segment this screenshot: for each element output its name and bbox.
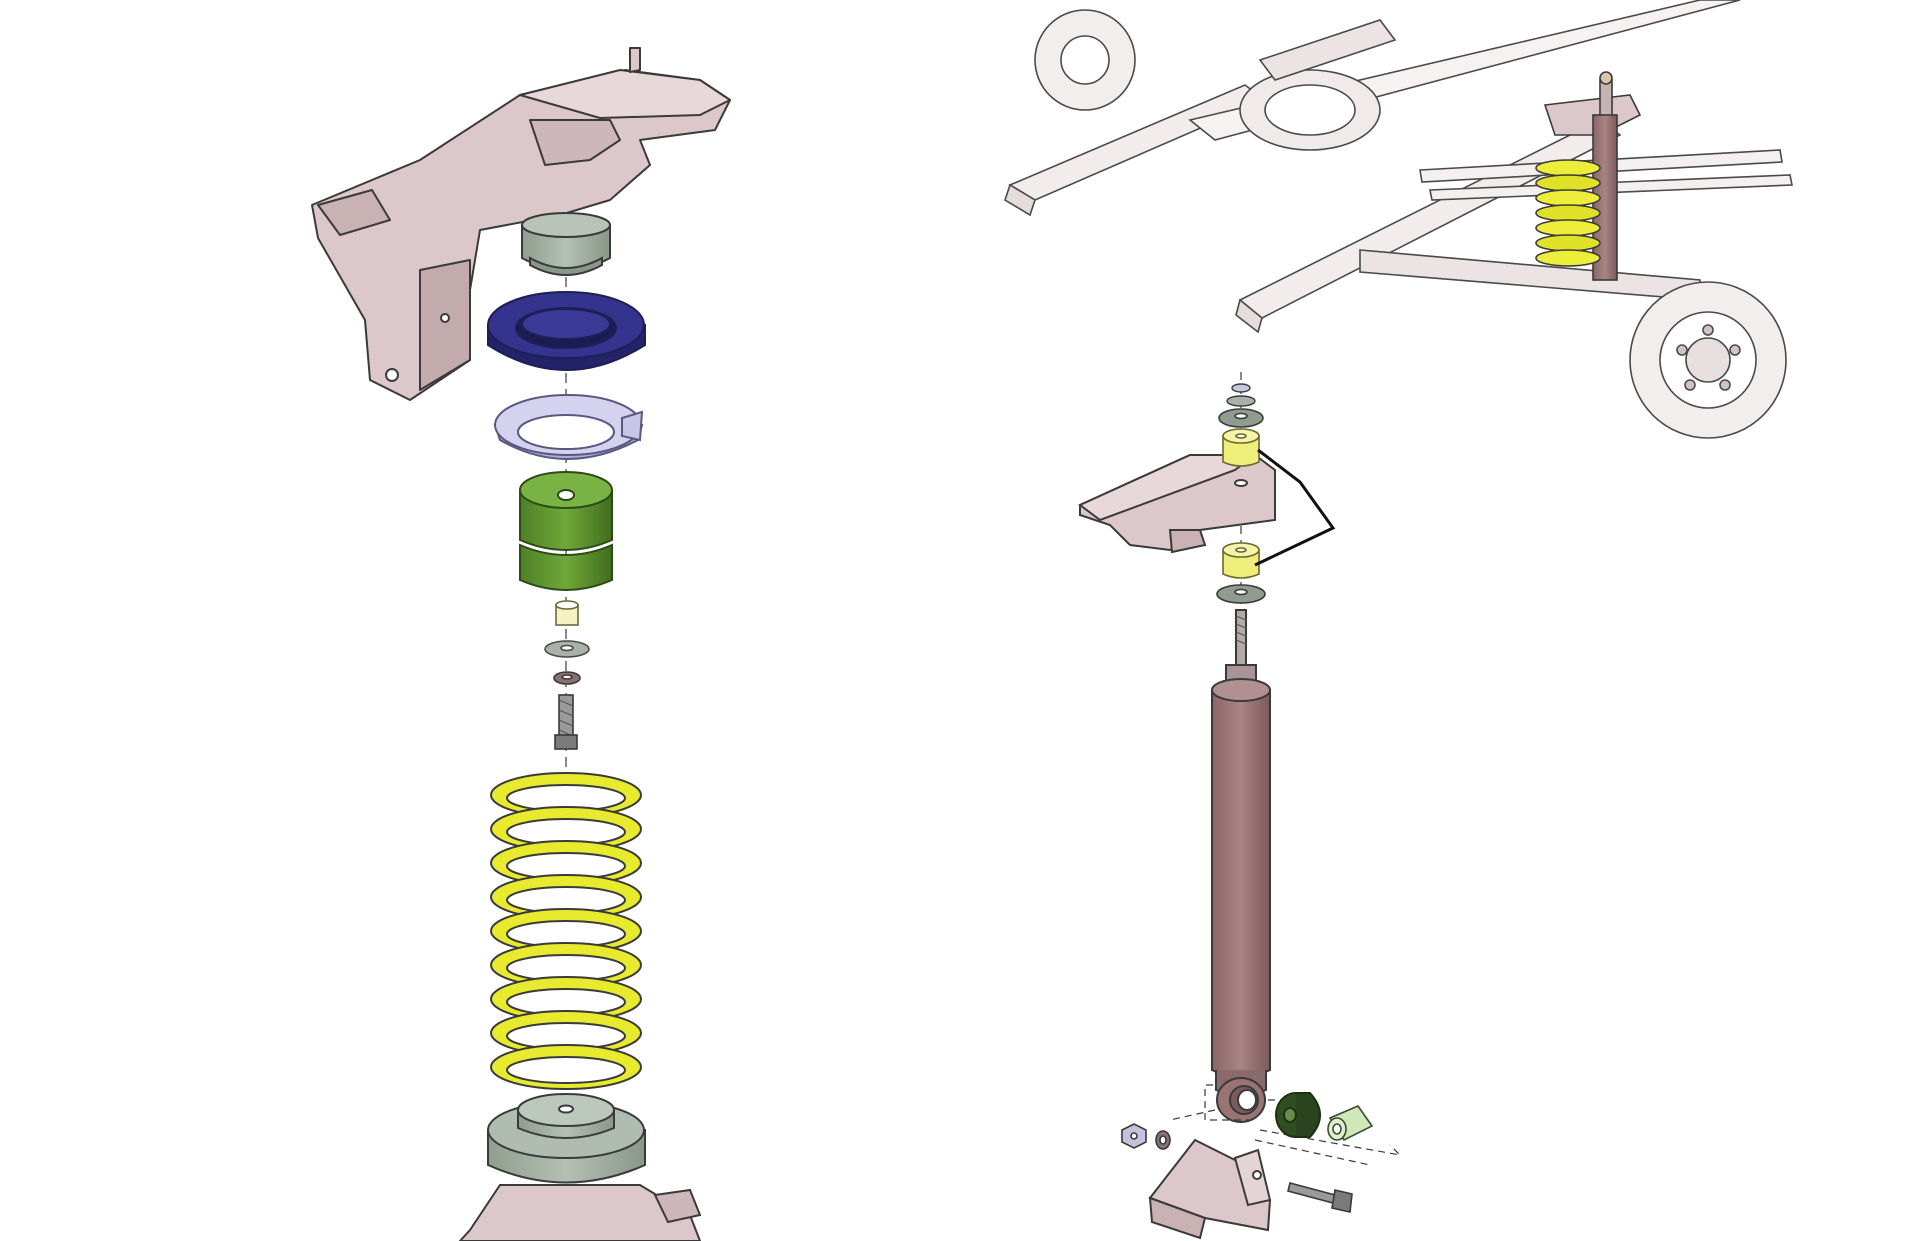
coil-spring[interactable]: [490, 772, 642, 1090]
upper-nut: [1226, 383, 1256, 407]
washer: [544, 640, 590, 658]
upper-washer: [1218, 408, 1264, 428]
axle-pad: [458, 1184, 702, 1241]
lower-spring-seat: [493, 394, 644, 460]
lower-nut: [1121, 1123, 1147, 1149]
lower-washer: [1216, 584, 1266, 604]
shock-absorber[interactable]: [1211, 609, 1271, 1123]
mini-coil-loop: [1535, 159, 1601, 177]
lower-washer-small: [1155, 1130, 1171, 1150]
shock-bushing-upper: [1222, 428, 1260, 467]
upper-isolator: [521, 212, 611, 276]
mini-coil-loop: [1535, 174, 1601, 192]
spacer: [555, 600, 579, 626]
lower-bolt: [1287, 1182, 1353, 1213]
bolt: [554, 694, 578, 750]
mini-coil-loop: [1535, 204, 1601, 222]
lower-sleeve: [1327, 1105, 1374, 1142]
lower-bushing: [1275, 1092, 1321, 1138]
mini-coil-loop: [1535, 189, 1601, 207]
lock-washer: [553, 671, 581, 685]
mini-coil-loop: [1535, 219, 1601, 237]
coil-loop-inner: [506, 1056, 626, 1084]
mini-coil-loop: [1535, 234, 1601, 252]
bushing-callout-line: [1254, 448, 1336, 567]
chassis-overview: [1004, 0, 1793, 439]
lower-bracket: [1148, 1138, 1272, 1240]
overview-coil: [1535, 159, 1601, 267]
frame-mount: [311, 47, 731, 401]
shock-bushing-lower: [1222, 542, 1260, 579]
lower-isolator: [487, 1093, 646, 1184]
upper-spring-seat: [487, 291, 646, 371]
lower-explode-lines: [1169, 1084, 1402, 1166]
bump-stop: [519, 471, 613, 591]
upper-shock-mount: [1078, 454, 1276, 554]
mini-coil-loop: [1535, 249, 1601, 267]
